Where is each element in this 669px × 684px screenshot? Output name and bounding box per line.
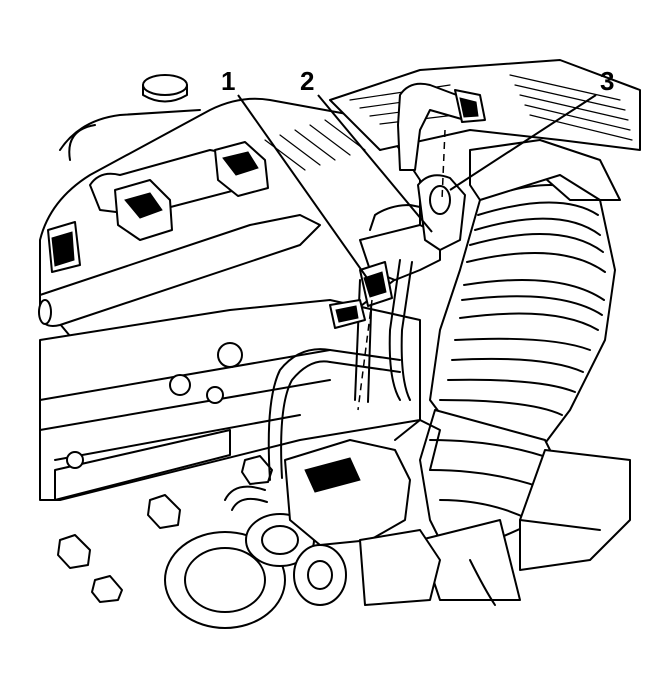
callout-3: 3 [600,66,614,96]
bolts [57,455,273,603]
ignition-connectors [47,141,269,273]
hoses [224,82,486,511]
heat-shield-bracket [284,419,441,606]
callouts: 1 2 3 [221,66,614,96]
callout-2: 2 [300,66,314,96]
hose-clip [329,261,393,329]
alignment-guides [357,129,446,411]
lower-brackets [419,449,631,606]
leader-lines [237,94,597,286]
callout-1: 1 [221,66,235,96]
